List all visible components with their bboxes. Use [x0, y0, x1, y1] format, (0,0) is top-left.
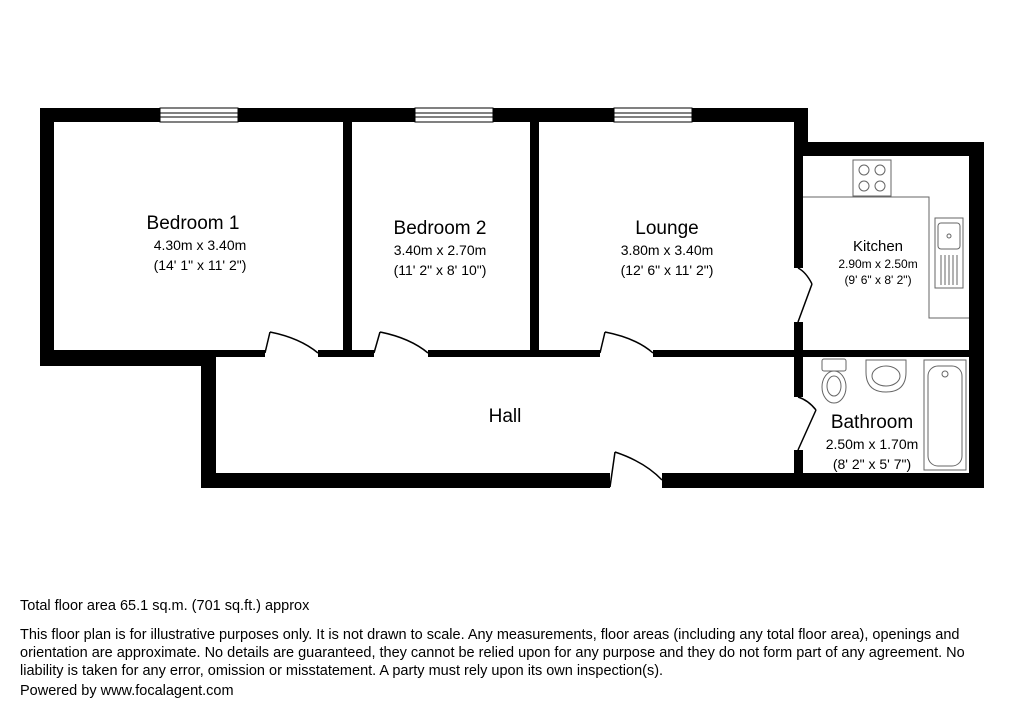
- interior-walls: [54, 108, 969, 474]
- door-entrance: [609, 451, 663, 488]
- kitchen-worktop: [803, 196, 969, 319]
- room-label-bedroom-2: Bedroom 2 3.40m x 2.70m (11' 2" x 8' 10"…: [394, 218, 487, 278]
- disclaimer-text: This floor plan is for illustrative purp…: [20, 627, 965, 679]
- room-label-kitchen: Kitchen 2.90m x 2.50m (9' 6" x 8' 2"): [838, 238, 917, 287]
- floor-plan: Bedroom 1 4.30m x 3.40m (14' 1" x 11' 2"…: [40, 107, 984, 488]
- total-floor-area: Total floor area 65.1 sq.m. (701 sq.ft.)…: [20, 598, 310, 614]
- door-lounge: [599, 331, 654, 354]
- room-name: Bathroom: [831, 412, 913, 433]
- window-lounge: [613, 107, 693, 123]
- room-name: Lounge: [635, 218, 698, 239]
- room-dimensions-imperial: (11' 2" x 8' 10"): [394, 262, 487, 278]
- room-label-bathroom: Bathroom 2.50m x 1.70m (8' 2" x 5' 7"): [826, 412, 919, 472]
- bathtub-icon: [923, 359, 967, 471]
- room-dimensions-metric: 3.40m x 2.70m: [394, 242, 487, 258]
- powered-by-link[interactable]: Powered by www.focalagent.com: [20, 683, 234, 699]
- room-dimensions-metric: 2.90m x 2.50m: [838, 257, 917, 271]
- room-dimensions-metric: 4.30m x 3.40m: [154, 237, 247, 253]
- window-bedroom-1: [159, 107, 239, 123]
- room-dimensions-imperial: (9' 6" x 8' 2"): [844, 273, 911, 287]
- room-name: Bedroom 2: [394, 218, 487, 239]
- room-dimensions-metric: 2.50m x 1.70m: [826, 436, 919, 452]
- room-label-hall: Hall: [489, 406, 522, 427]
- room-label-lounge: Lounge 3.80m x 3.40m (12' 6" x 11' 2"): [621, 218, 714, 278]
- room-name: Bedroom 1: [147, 213, 240, 234]
- sink-icon: [934, 217, 964, 289]
- room-label-bedroom-1: Bedroom 1 4.30m x 3.40m (14' 1" x 11' 2"…: [147, 213, 247, 273]
- door-bedroom-1: [264, 331, 319, 354]
- room-name: Kitchen: [853, 238, 903, 255]
- room-dimensions-imperial: (8' 2" x 5' 7"): [833, 456, 911, 472]
- door-bathroom: [797, 396, 817, 451]
- toilet-icon: [821, 358, 847, 404]
- door-kitchen: [797, 267, 813, 323]
- window-bedroom-2: [414, 107, 494, 123]
- room-dimensions-metric: 3.80m x 3.40m: [621, 242, 714, 258]
- room-name: Hall: [489, 406, 522, 427]
- door-bedroom-2: [373, 331, 429, 354]
- room-dimensions-imperial: (14' 1" x 11' 2"): [154, 257, 247, 273]
- room-dimensions-imperial: (12' 6" x 11' 2"): [621, 262, 714, 278]
- washbasin-icon: [865, 359, 907, 393]
- hob-icon: [852, 159, 892, 197]
